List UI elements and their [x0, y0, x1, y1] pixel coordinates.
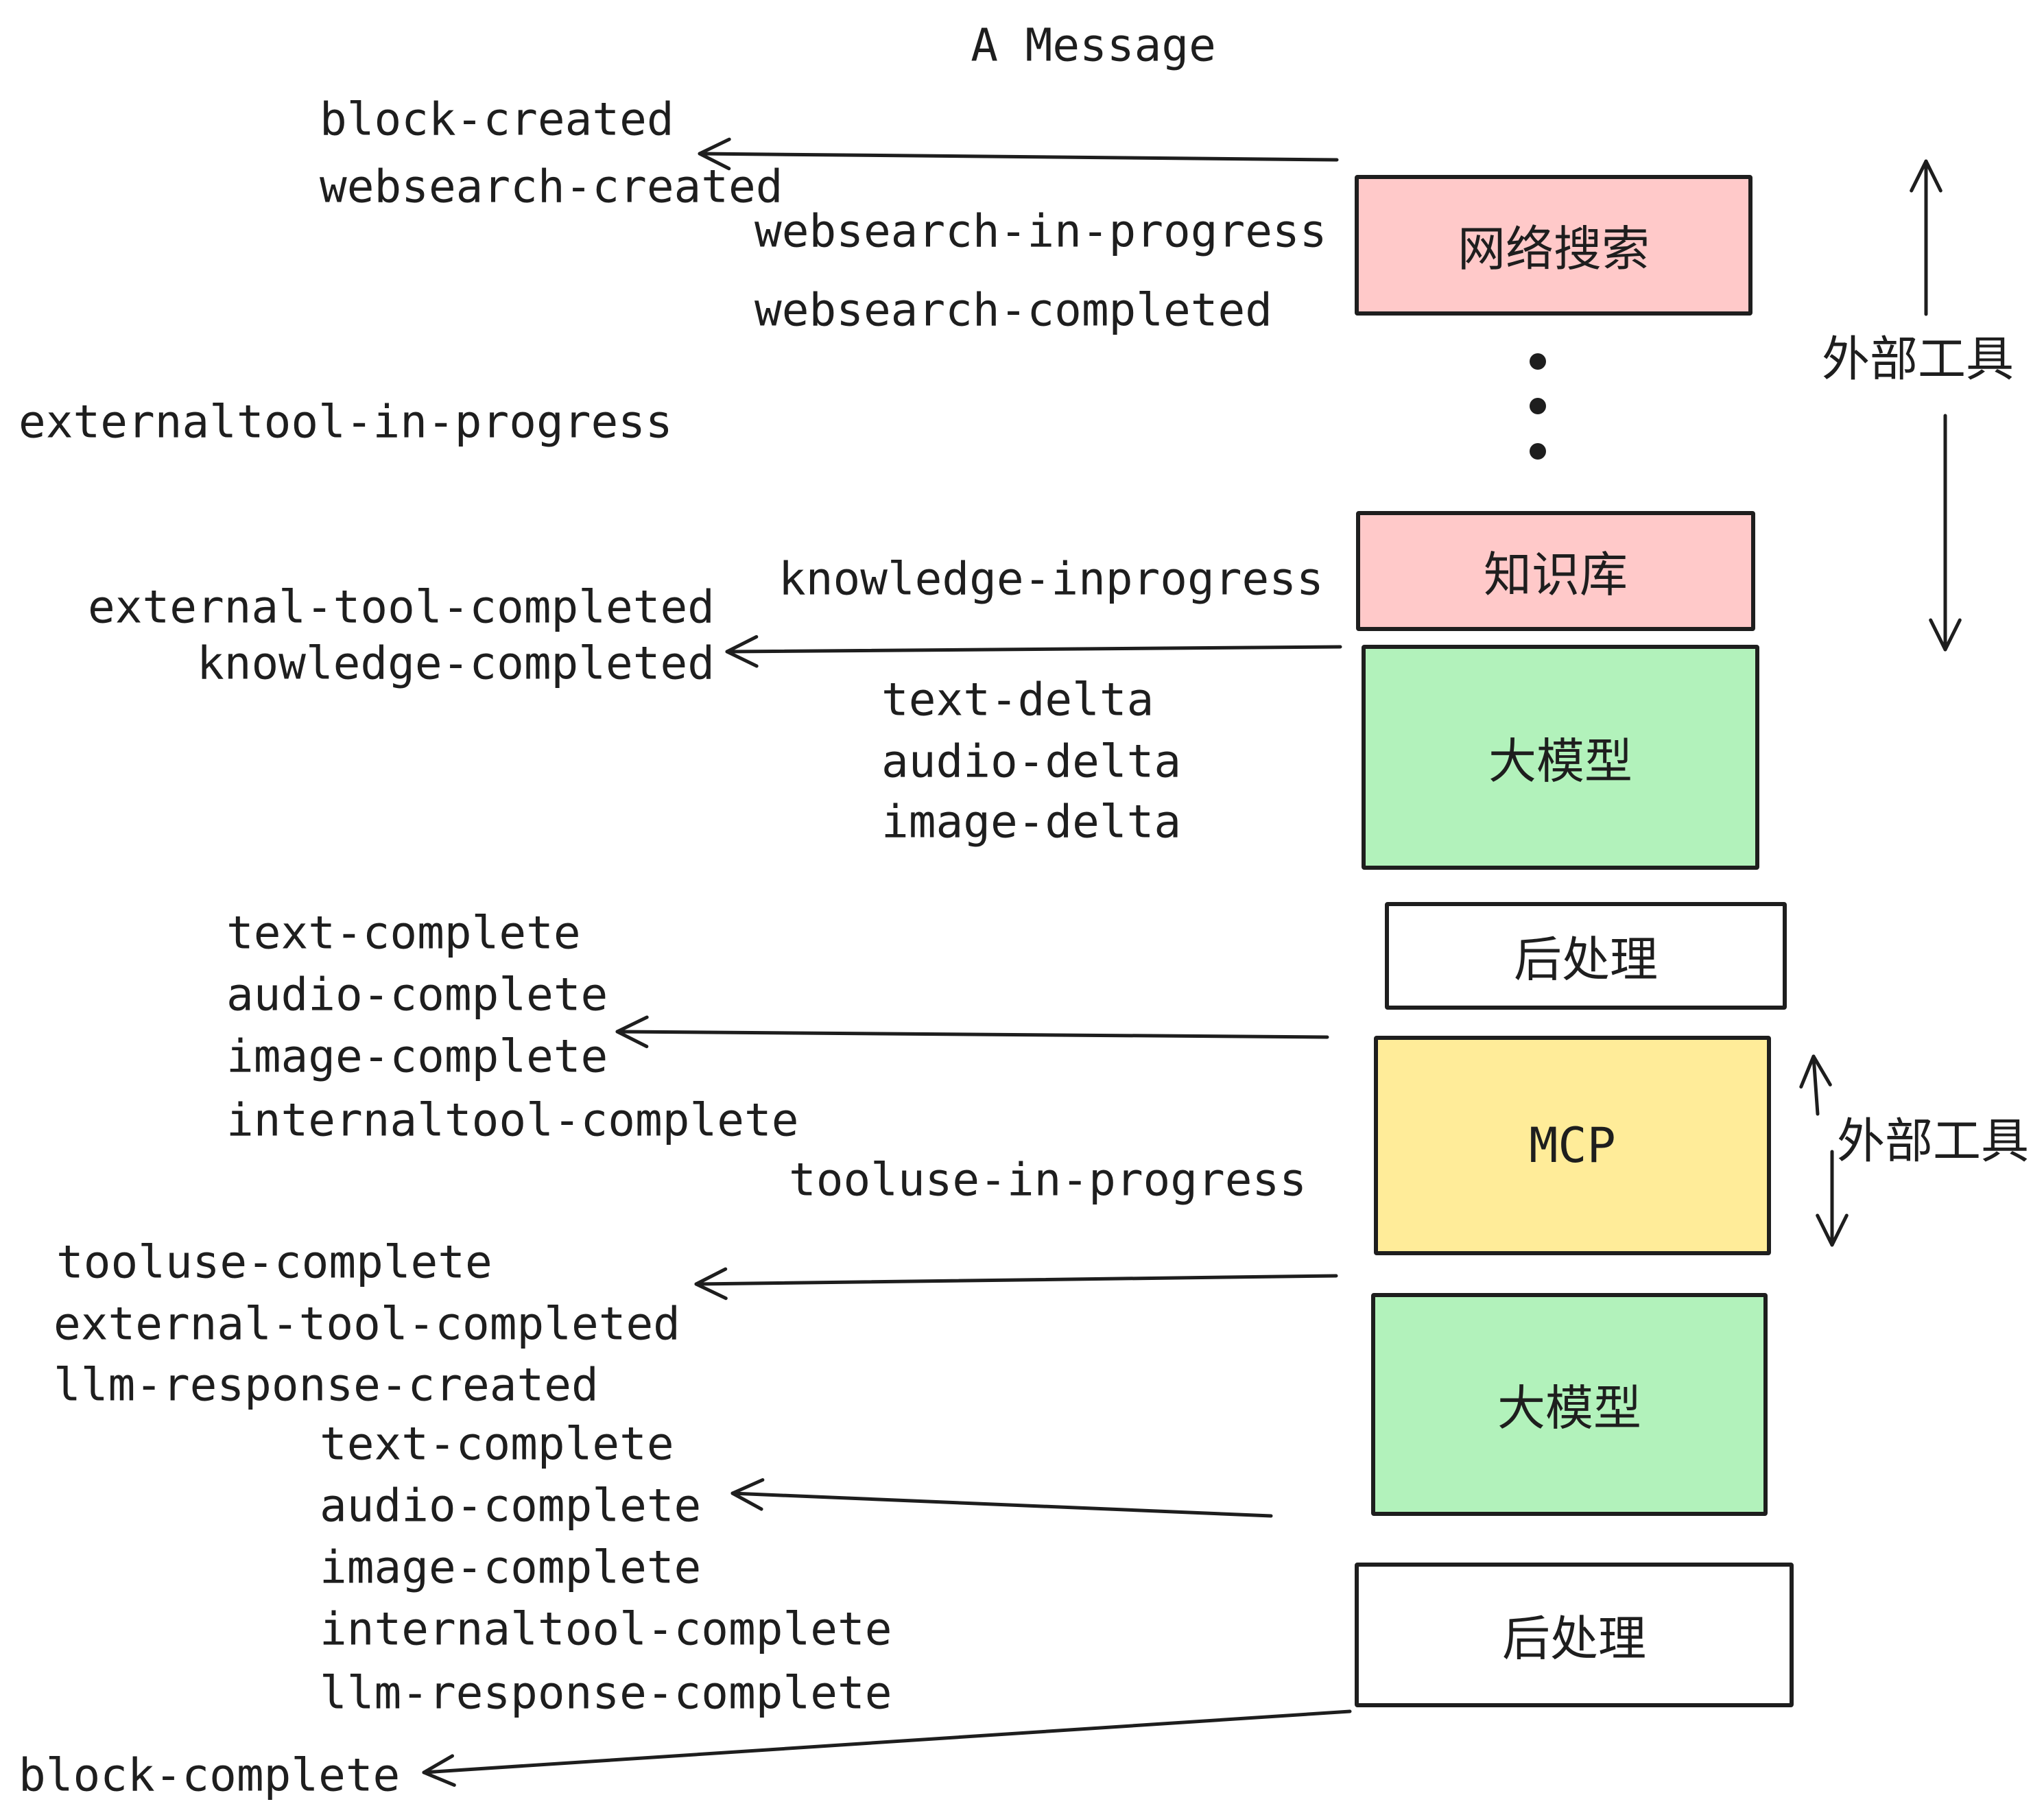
ellipsis-dots	[1530, 353, 1546, 460]
arrow	[1799, 1054, 1832, 1116]
event-label: llm-response-created	[54, 1358, 599, 1412]
event-label: audio-complete	[226, 968, 608, 1021]
event-label: text-complete	[320, 1417, 674, 1471]
arrow-shaft	[1811, 1054, 1820, 1116]
arrow-head	[1799, 1054, 1832, 1089]
arrow-shaft	[698, 152, 1339, 162]
arrow	[1910, 159, 1942, 316]
event-label: internaltool-complete	[226, 1093, 799, 1147]
event-label: tooluse-complete	[56, 1235, 492, 1289]
arrow	[1929, 414, 1962, 652]
arrow-head	[1816, 1213, 1849, 1247]
event-label: llm-response-complete	[320, 1666, 892, 1720]
dot	[1530, 398, 1546, 414]
flow-box: 大模型	[1371, 1293, 1768, 1516]
dot	[1530, 443, 1546, 460]
arrow	[725, 634, 1342, 668]
flow-box-label: 大模型	[1497, 1380, 1641, 1436]
event-label: websearch-created	[320, 160, 783, 213]
arrow-shaft	[615, 1030, 1329, 1039]
event-label: knowledge-inprogress	[779, 552, 1324, 606]
event-label: internaltool-complete	[320, 1602, 892, 1656]
dot	[1530, 353, 1546, 370]
arrow-shaft	[694, 1274, 1338, 1286]
arrow-head	[694, 1267, 728, 1301]
event-label: knowledge-completed	[197, 637, 715, 690]
arrow-shaft	[730, 1491, 1273, 1518]
event-label: text-delta	[881, 673, 1154, 726]
event-label: websearch-completed	[754, 283, 1272, 337]
flow-box-label: 后处理	[1514, 931, 1658, 988]
arrow	[615, 1015, 1329, 1049]
flow-box: MCP	[1374, 1036, 1771, 1255]
event-label: external-tool-completed	[54, 1297, 680, 1351]
flow-box: 大模型	[1362, 645, 1759, 870]
arrow	[694, 1267, 1338, 1301]
event-label: externaltool-in-progress	[19, 395, 673, 449]
external-tools-label: 外部工具	[1822, 331, 2014, 388]
flow-box: 后处理	[1355, 1563, 1794, 1707]
arrow-shaft	[422, 1709, 1352, 1775]
arrow-head	[1929, 618, 1962, 652]
arrow	[730, 1478, 1273, 1518]
flow-box-label: MCP	[1529, 1117, 1616, 1174]
arrow-head	[1910, 159, 1942, 193]
flow-box: 知识库	[1356, 511, 1755, 631]
event-label: websearch-in-progress	[754, 204, 1327, 258]
event-label: block-complete	[19, 1748, 401, 1802]
arrow-head	[615, 1015, 649, 1049]
flow-box-label: 知识库	[1484, 547, 1628, 603]
arrow	[698, 137, 1339, 171]
event-label: audio-complete	[320, 1479, 702, 1532]
flow-box-label: 网络搜索	[1458, 221, 1650, 277]
flow-box: 后处理	[1385, 902, 1787, 1010]
event-label: text-complete	[226, 906, 581, 960]
arrow	[1816, 1150, 1849, 1247]
arrow-shaft	[725, 645, 1342, 654]
event-label: block-created	[320, 93, 674, 146]
external-tools-label: 外部工具	[1837, 1113, 2029, 1170]
flow-box: 网络搜索	[1355, 175, 1752, 316]
arrow-head	[730, 1478, 765, 1511]
flow-box-label: 大模型	[1488, 733, 1632, 790]
arrow	[422, 1709, 1352, 1787]
event-label: audio-delta	[881, 735, 1182, 788]
arrow-head	[698, 137, 731, 171]
arrow-head	[725, 634, 759, 668]
flow-box-label: 后处理	[1502, 1611, 1646, 1667]
event-label: image-complete	[320, 1541, 702, 1594]
event-label: external-tool-completed	[88, 580, 715, 634]
event-label: image-delta	[881, 795, 1182, 848]
diagram-title: A Message	[971, 19, 1216, 72]
event-label: tooluse-in-progress	[789, 1153, 1307, 1207]
arrow-head	[422, 1754, 456, 1787]
event-label: image-complete	[226, 1030, 608, 1083]
